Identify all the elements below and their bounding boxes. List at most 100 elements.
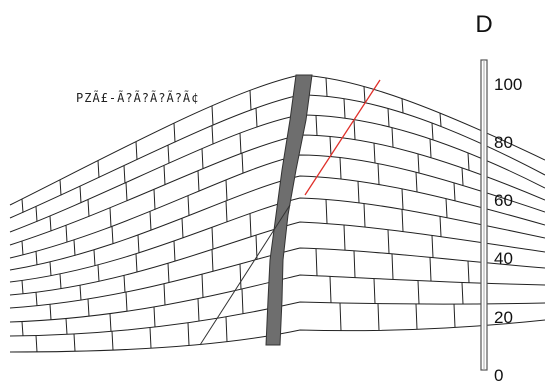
- joint-mark: [50, 216, 51, 231]
- joint-mark: [174, 241, 175, 261]
- joint-mark: [98, 160, 99, 177]
- joint-mark: [446, 199, 447, 218]
- joint-mark: [354, 120, 355, 140]
- joint-mark: [198, 171, 199, 192]
- joint-mark: [402, 189, 403, 209]
- joint-mark: [468, 153, 469, 170]
- joint-mark: [110, 208, 111, 227]
- joint-mark: [462, 168, 463, 185]
- joint-mark: [326, 78, 327, 96]
- joint-mark: [226, 180, 227, 201]
- joint-mark: [388, 108, 389, 126]
- joint-mark: [430, 139, 431, 158]
- joint-mark: [154, 307, 155, 327]
- joint-mark: [316, 249, 317, 276]
- joint-mark: [202, 274, 203, 298]
- joint-mark: [418, 154, 419, 173]
- joint-mark: [188, 196, 189, 216]
- joint-mark: [80, 285, 81, 300]
- joint-mark: [402, 209, 403, 231]
- joint-mark: [340, 157, 341, 178]
- joint-mark: [168, 263, 169, 283]
- joint-mark: [330, 136, 331, 156]
- joint-mark: [36, 292, 37, 306]
- red-inclined-fault: [305, 80, 380, 195]
- joint-mark: [60, 274, 61, 289]
- joint-mark: [136, 254, 137, 273]
- joint-mark: [22, 280, 23, 293]
- joint-mark: [250, 213, 251, 237]
- joint-mark: [110, 314, 111, 332]
- joint-mark: [378, 164, 379, 185]
- joint-mark: [50, 262, 51, 276]
- joint-mark: [326, 199, 327, 223]
- joint-mark: [88, 299, 89, 316]
- joint-mark: [226, 201, 227, 222]
- fault-label: PZÃ£-Ã?Ã?Ã?Ã?Ã¢: [76, 90, 199, 105]
- joint-mark: [50, 304, 51, 320]
- scale-title: D: [475, 11, 492, 38]
- joint-mark: [188, 323, 189, 346]
- joint-mark: [440, 216, 441, 236]
- joint-mark: [182, 218, 183, 238]
- joint-mark: [454, 304, 455, 327]
- joint-mark: [364, 86, 365, 102]
- joint-mark: [136, 141, 137, 159]
- joint-mark: [430, 257, 431, 281]
- joint-mark: [340, 303, 341, 331]
- joint-mark: [124, 275, 125, 292]
- joint-mark: [212, 106, 213, 126]
- scale-tick-label: 40: [494, 249, 513, 268]
- joint-mark: [138, 235, 139, 253]
- joint-mark: [174, 123, 175, 142]
- joint-mark: [226, 317, 227, 342]
- joint-mark: [202, 149, 203, 169]
- joint-mark: [74, 334, 75, 351]
- joint-mark: [418, 281, 419, 304]
- joint-mark: [358, 181, 359, 203]
- joint-mark: [88, 200, 89, 217]
- joint-mark: [22, 241, 23, 255]
- joint-mark: [330, 276, 331, 302]
- joint-mark: [60, 180, 61, 196]
- joint-mark: [74, 240, 75, 256]
- joint-mark: [36, 336, 37, 352]
- joint-mark: [126, 292, 127, 311]
- joint-mark: [126, 183, 127, 202]
- joint-mark: [402, 99, 403, 113]
- joint-mark: [22, 199, 23, 213]
- joint-mark: [374, 143, 375, 163]
- joint-mark: [454, 183, 455, 201]
- joint-mark: [164, 284, 165, 305]
- joint-mark: [316, 115, 317, 135]
- joint-mark: [354, 251, 355, 278]
- joint-mark: [250, 90, 251, 110]
- joint-mark: [150, 328, 151, 349]
- joint-mark: [212, 249, 213, 271]
- joint-mark: [112, 226, 113, 244]
- joint-mark: [124, 166, 125, 184]
- joint-mark: [344, 225, 345, 250]
- joint-mark: [240, 133, 241, 154]
- joint-mark: [168, 145, 169, 163]
- joint-mark: [164, 165, 165, 185]
- joint-mark: [364, 203, 365, 226]
- joint-mark: [66, 225, 67, 242]
- joint-mark: [392, 128, 393, 147]
- joint-mark: [432, 123, 433, 140]
- joint-mark: [344, 99, 345, 118]
- joint-mark: [432, 235, 433, 257]
- stratum-boundary: [10, 95, 545, 218]
- joint-mark: [98, 265, 99, 282]
- joint-mark: [416, 172, 417, 192]
- joint-mark: [374, 279, 375, 304]
- scale-tick-label: 100: [494, 75, 522, 94]
- scale-tick-label: 20: [494, 308, 513, 327]
- joint-mark: [212, 227, 213, 249]
- joint-mark: [388, 230, 389, 254]
- joint-mark: [112, 331, 113, 350]
- scale-tick-label: 0: [494, 366, 503, 385]
- scale-tick-label: 60: [494, 191, 513, 210]
- joint-mark: [154, 189, 155, 210]
